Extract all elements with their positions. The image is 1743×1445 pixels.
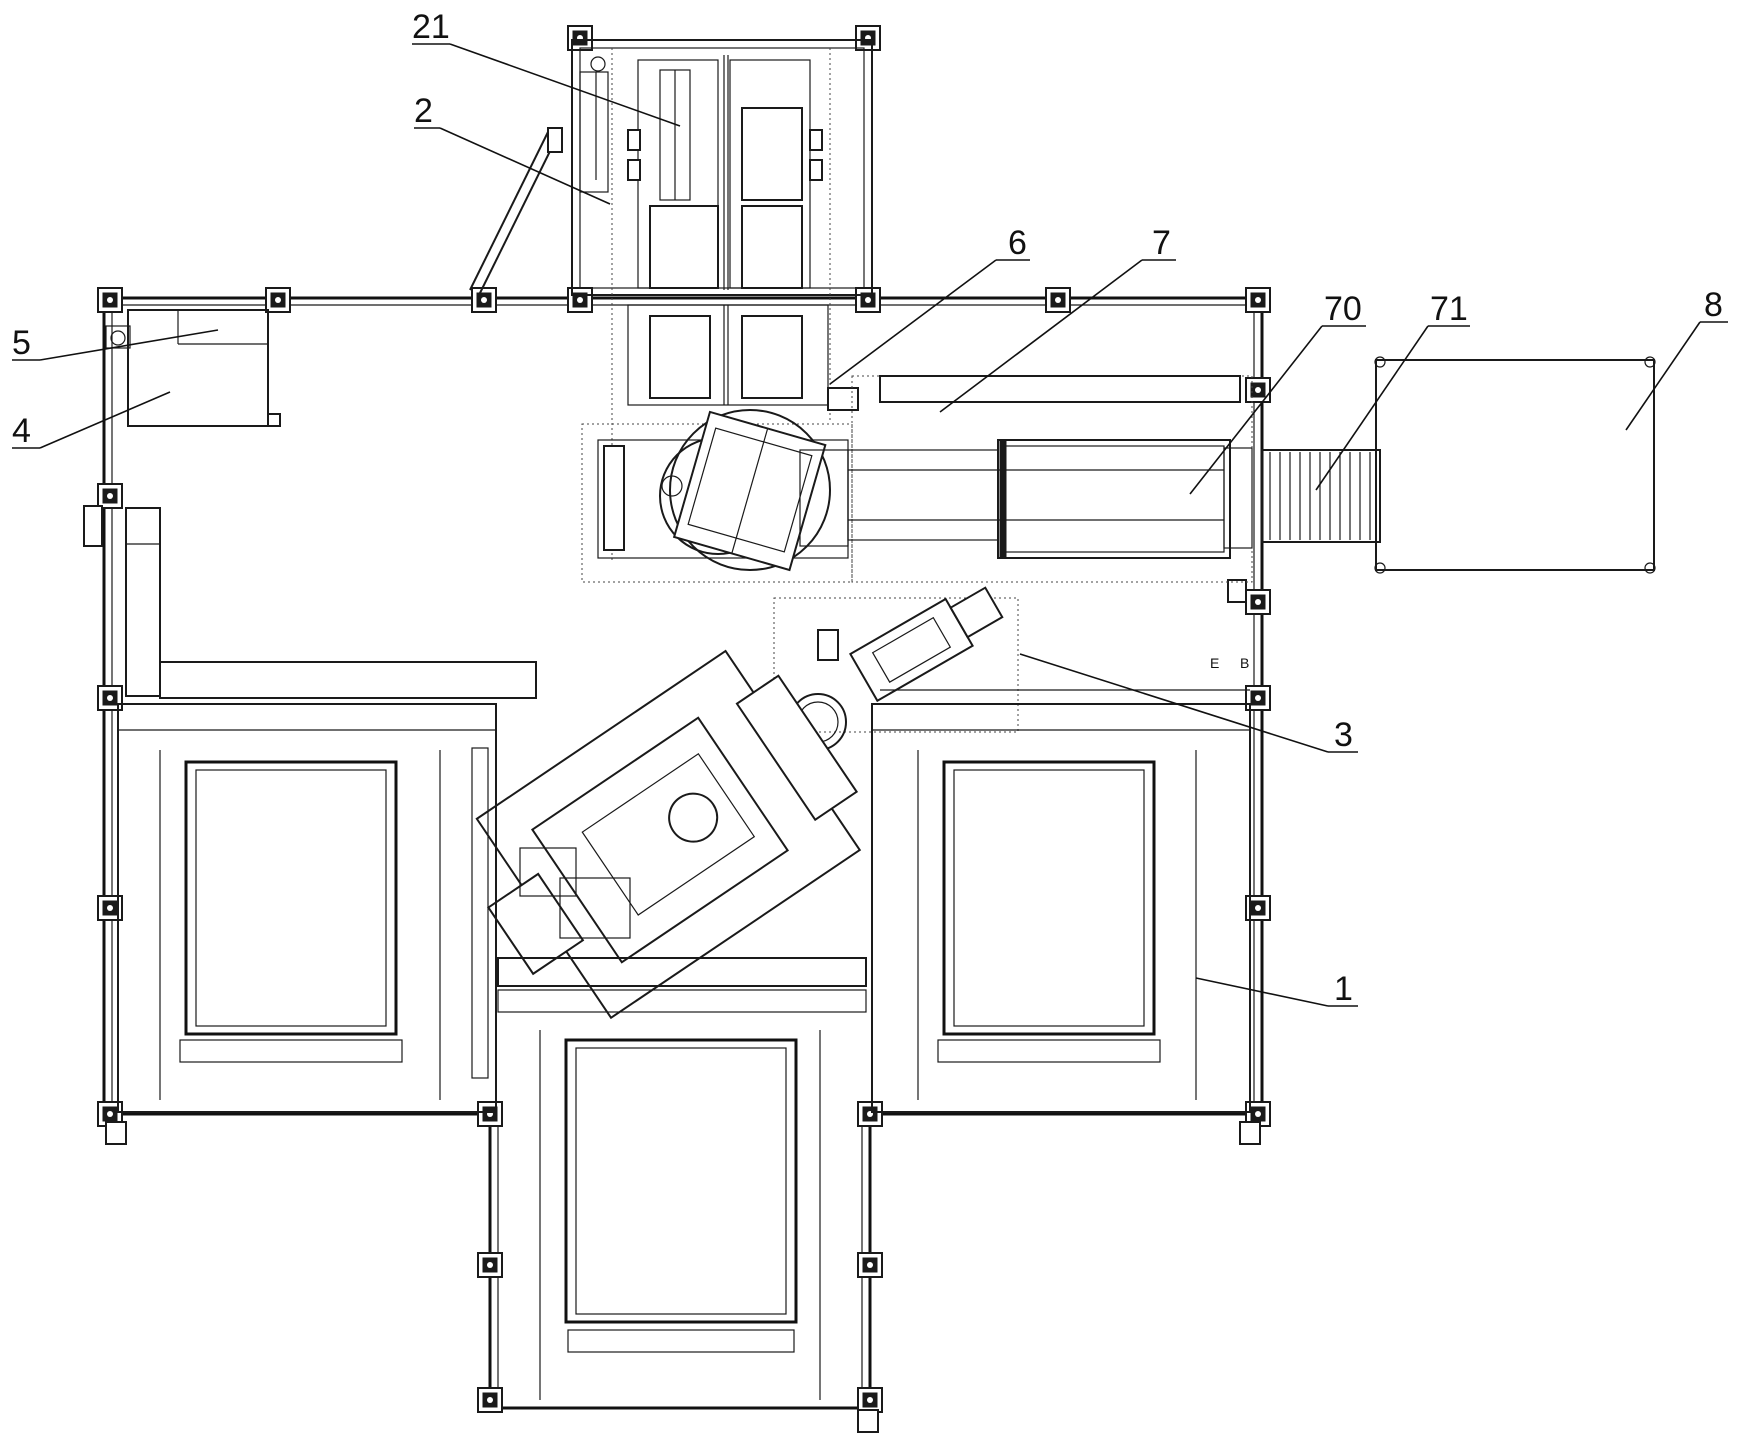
label-6: 6 bbox=[1008, 224, 1027, 262]
label-71: 71 bbox=[1430, 290, 1468, 328]
turntable-station bbox=[581, 375, 1253, 583]
label-4: 4 bbox=[12, 412, 31, 450]
leader-lines bbox=[12, 43, 1728, 1007]
station-bottom bbox=[497, 957, 867, 1400]
b-mark: B bbox=[1240, 655, 1249, 671]
unit-box-4-5 bbox=[105, 309, 281, 427]
bin-8 bbox=[1374, 356, 1656, 574]
label-8: 8 bbox=[1704, 286, 1723, 324]
roller-conveyor-71 bbox=[1261, 449, 1381, 543]
label-21: 21 bbox=[412, 8, 450, 46]
central-robot bbox=[475, 649, 862, 1020]
part-labels: 21 2 5 4 6 7 70 71 8 3 1 bbox=[12, 8, 1723, 1008]
magazine-lower bbox=[627, 304, 859, 411]
conveyor-70 bbox=[847, 375, 1253, 559]
diagonal-arm bbox=[469, 127, 563, 294]
frame-feet bbox=[83, 505, 1261, 1433]
station-right bbox=[871, 689, 1251, 1113]
label-2: 2 bbox=[414, 92, 433, 130]
top-magazine bbox=[571, 39, 873, 560]
label-7: 7 bbox=[1152, 224, 1171, 262]
label-1: 1 bbox=[1334, 970, 1353, 1008]
left-column bbox=[125, 507, 537, 699]
label-70: 70 bbox=[1324, 290, 1362, 328]
label-3: 3 bbox=[1334, 716, 1353, 754]
station-left bbox=[117, 703, 497, 1113]
label-5: 5 bbox=[12, 324, 31, 362]
e-mark: E bbox=[1210, 655, 1219, 671]
